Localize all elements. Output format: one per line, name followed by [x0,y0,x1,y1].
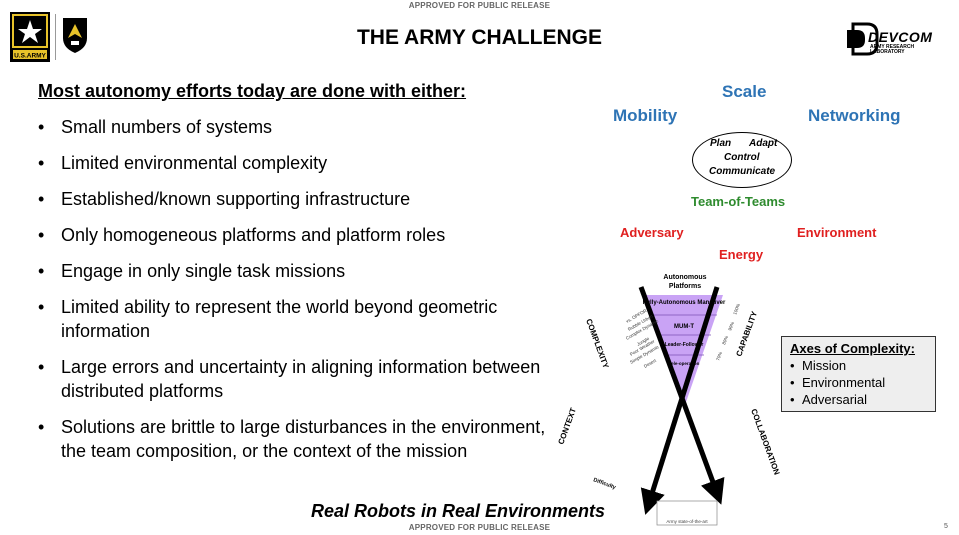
capability-item: 100% [732,303,741,316]
collaboration-arrow [638,286,725,505]
plan-label: Plan [710,138,732,149]
list-item: Mission [790,357,927,374]
difficulty-label: Difficulty [592,477,617,491]
mobility-label: Mobility [613,106,678,125]
control-label: Control [724,152,760,163]
autonomous-platforms-label-1: Autonomous [663,274,706,281]
adversary-label: Adversary [620,225,684,240]
capability-ellipse [692,132,792,188]
baseline-box [656,500,718,526]
environment-label: Environment [797,225,877,240]
adapt-label: Adapt [749,138,778,149]
networking-label: Networking [808,106,901,125]
capability-item: 90% [727,321,735,331]
capability-axis-label: CAPABILITY [734,309,759,357]
complexity-item: Desert [643,358,658,369]
list-item: Adversarial [790,391,927,408]
scale-label: Scale [722,82,767,101]
footer-tagline: Real Robots in Real Environments [311,501,606,521]
baseline-label: Army state-of-the-art [666,519,708,524]
axes-title: Axes of Complexity: [790,341,915,356]
list-item: Limited environmental complexity [38,151,553,175]
autonomous-platforms-label-2: Platforms [669,283,701,290]
army-futures-command-logo [63,18,87,53]
complexity-item: Jungle [636,336,650,347]
level-tele-operation: Tele-operation [669,361,700,366]
capability-item: 80% [721,335,729,345]
intro-heading: Most autonomy efforts today are done wit… [38,81,467,101]
devcom-logo [847,22,879,56]
army-logo-text: U.S.ARMY [14,53,46,60]
capability-item: 70% [715,351,723,361]
level-leader-follower: Leader-Follower [665,342,704,348]
list-item: Small numbers of systems [38,115,553,139]
axes-list: Mission Environmental Adversarial [790,357,927,408]
slide-title: THE ARMY CHALLENGE [356,26,602,49]
release-marking-top: APPROVED FOR PUBLIC RELEASE [408,1,551,10]
limitations-list: Small numbers of systems Limited environ… [38,115,553,475]
autonomy-funnel-diagram: Autonomous Platforms Fully-Autonomous Ma… [556,274,781,526]
list-item: Established/known supporting infrastruct… [38,187,553,211]
list-item: Only homogeneous platforms and platform … [38,223,553,247]
level-fully-autonomous: Fully-Autonomous Maneuver [643,300,726,306]
axes-of-complexity-box: Axes of Complexity: Mission Environmenta… [781,336,936,412]
logo-divider [55,14,56,60]
us-army-logo: U.S.ARMY [10,12,50,62]
page-number: 5 [944,523,948,530]
collaboration-axis-label: COLLABORATION [749,408,781,477]
complexity-axis-label: COMPLEXITY [584,318,610,371]
list-item: Limited ability to represent the world b… [38,295,553,343]
list-item: Engage in only single task missions [38,259,553,283]
level-mum-t: MUM-T [674,324,694,330]
list-item: Solutions are brittle to large disturban… [38,415,553,463]
release-marking-bottom: APPROVED FOR PUBLIC RELEASE [408,523,551,532]
devcom-wordmark: DEVCOM [868,29,933,45]
communicate-label: Communicate [709,166,776,177]
list-item: Environmental [790,374,927,391]
devcom-subtitle: ARMY RESEARCH LABORATORY [870,44,915,55]
energy-label: Energy [719,247,764,262]
context-axis-label: CONTEXT [556,407,578,446]
list-item: Large errors and uncertainty in aligning… [38,355,553,403]
team-of-teams-label: Team-of-Teams [691,194,786,209]
